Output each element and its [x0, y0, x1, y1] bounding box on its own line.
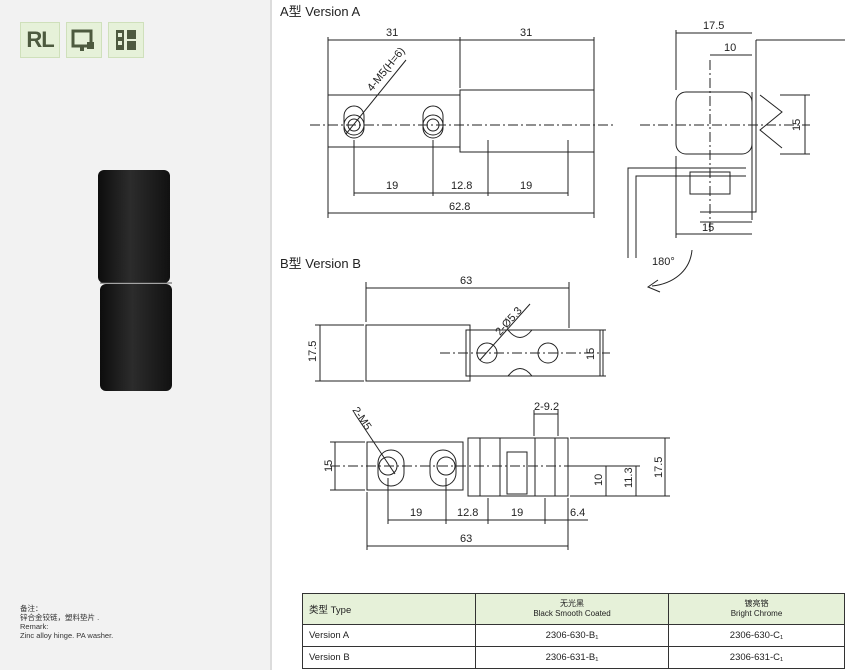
remark-label-en: Remark: [20, 622, 49, 631]
dim-a-19-right: 19 [520, 180, 532, 192]
dim-b-12-8: 12.8 [457, 507, 478, 519]
dim-a-total: 62.8 [449, 201, 470, 213]
dim-b-15: 15 [585, 348, 597, 360]
dim-side-15-bottom: 15 [702, 222, 714, 234]
version-b-title: B型 Version B [280, 256, 361, 271]
dim-a-19-left: 19 [386, 180, 398, 192]
dim-a-12-8: 12.8 [451, 180, 472, 192]
row-type: Version B [302, 646, 476, 669]
left-panel: RL [0, 0, 270, 670]
hinge-mount-icon [108, 22, 144, 58]
technical-drawing: A型 Version A B型 Version B 31 31 4-M5(H=6… [280, 4, 845, 550]
header-black-cn: 无光黑 [560, 599, 584, 608]
hinge-photo [98, 170, 172, 391]
row-black-code: 2306-631-B₁ [475, 646, 669, 669]
dim-b-19-right: 19 [511, 507, 523, 519]
header-black: 无光黑 Black Smooth Coated [475, 593, 669, 625]
dim-side-15-right: 15 [791, 119, 803, 131]
row-type: Version A [302, 624, 476, 647]
dim-a-hole-label: 4-M5(H=6) [365, 45, 408, 94]
header-chrome: 镀亮铬 Bright Chrome [668, 593, 845, 625]
version-a-title: A型 Version A [280, 4, 361, 19]
dim-side-10: 10 [724, 42, 736, 54]
panel-divider [270, 0, 272, 670]
hinge-door-icon [66, 22, 102, 58]
remark-label-cn: 备注： [20, 604, 43, 613]
dim-b-6-4: 6.4 [570, 507, 585, 519]
dim-b-63-top: 63 [460, 275, 472, 287]
dim-b-m5-label: 2-M5 [350, 405, 374, 432]
dim-side-17-5: 17.5 [703, 20, 724, 32]
remark-text-en: Zinc alloy hinge. PA washer. [20, 631, 114, 640]
remark-text-cn: 锌合金铰链，塑料垫片 . [20, 613, 100, 622]
dim-b-19-left: 19 [410, 507, 422, 519]
dim-b-63-bottom: 63 [460, 533, 472, 545]
row-chrome-code: 2306-630-C₁ [668, 624, 845, 647]
rotation-label: 180° [652, 256, 675, 268]
spec-table: 类型 Type 无光黑 Black Smooth Coated 镀亮铬 Brig… [302, 593, 845, 669]
header-black-en: Black Smooth Coated [533, 609, 611, 618]
dim-b-17-5: 17.5 [307, 341, 319, 362]
table-row: Version A 2306-630-B₁ 2306-630-C₁ [302, 624, 845, 647]
dim-b-11-3: 11.3 [623, 467, 635, 488]
header-chrome-cn: 镀亮铬 [744, 599, 769, 608]
dim-b-hole-label: 2-Ø5.3 [493, 305, 524, 338]
table-row: Version B 2306-631-B₁ 2306-631-C₁ [302, 646, 845, 669]
dim-b-17-5-right: 17.5 [653, 457, 665, 478]
rl-badge: RL [20, 22, 60, 58]
dim-a-31-right: 31 [520, 27, 532, 39]
dim-a-31-left: 31 [386, 27, 398, 39]
header-chrome-en: Bright Chrome [730, 609, 783, 618]
row-black-code: 2306-630-B₁ [475, 624, 669, 647]
feature-badges: RL [20, 22, 144, 58]
dim-b-2-9-2: 2-9.2 [534, 401, 559, 413]
dim-b-15-left: 15 [323, 460, 335, 472]
dim-b-10: 10 [593, 474, 605, 486]
spec-table-header: 类型 Type 无光黑 Black Smooth Coated 镀亮铬 Brig… [302, 593, 845, 625]
remark: 备注： 锌合金铰链，塑料垫片 . Remark: Zinc alloy hing… [20, 604, 113, 640]
row-chrome-code: 2306-631-C₁ [668, 646, 845, 669]
header-type: 类型 Type [302, 593, 476, 625]
